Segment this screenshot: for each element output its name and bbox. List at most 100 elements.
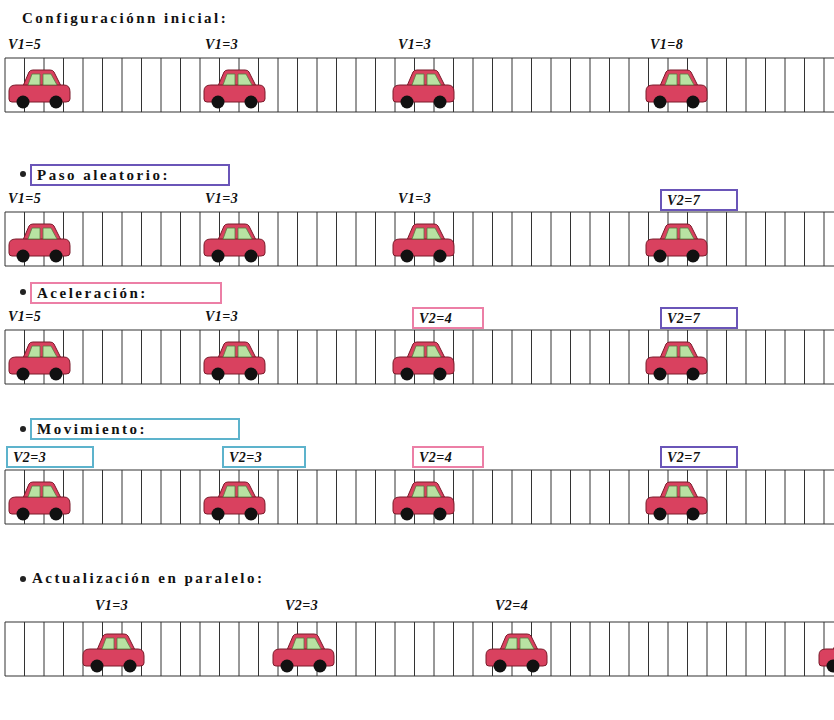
- grid-line: [453, 622, 454, 676]
- car-wheel: [401, 508, 414, 521]
- grid-line: [707, 212, 708, 266]
- car: [9, 342, 70, 381]
- grid-line: [297, 470, 298, 524]
- car-window: [412, 486, 424, 497]
- bullet: [20, 171, 26, 177]
- grid-line: [5, 470, 6, 524]
- grid-line: [648, 212, 649, 266]
- grid-line: [200, 58, 201, 112]
- grid-line: [512, 212, 513, 266]
- car: [9, 224, 70, 263]
- car-wheel: [245, 250, 258, 263]
- grid-line: [317, 330, 318, 384]
- grid-line: [551, 330, 552, 384]
- grid-line: [5, 211, 834, 212]
- grid-line: [5, 212, 6, 266]
- section-title: Configuraciónn inicial:: [22, 10, 228, 27]
- grid-line: [180, 330, 181, 384]
- grid-line: [317, 470, 318, 524]
- grid-line: [590, 622, 591, 676]
- step-heading: Aceleración:: [30, 282, 222, 304]
- grid-line: [278, 212, 279, 266]
- velocity-label: V1=3: [95, 598, 128, 614]
- grid-line: [746, 58, 747, 112]
- grid-line: [5, 330, 6, 384]
- grid-line: [375, 622, 376, 676]
- grid-line: [492, 212, 493, 266]
- grid-line: [531, 470, 532, 524]
- grid-line: [765, 470, 766, 524]
- car-window: [117, 638, 131, 649]
- car-window: [43, 486, 57, 497]
- grid-line: [317, 58, 318, 112]
- car-wheel: [494, 660, 507, 673]
- car-cabin: [23, 224, 61, 240]
- velocity-label: V2=4: [495, 598, 528, 614]
- car: [646, 224, 707, 263]
- car-window: [28, 346, 40, 357]
- grid-line: [707, 470, 708, 524]
- car-wheel: [401, 250, 414, 263]
- velocity-box: V2=4: [412, 307, 484, 329]
- grid-line: [492, 330, 493, 384]
- grid-line: [746, 212, 747, 266]
- car-cabin: [660, 70, 698, 86]
- car: [204, 342, 265, 381]
- velocity-label: V1=3: [398, 191, 431, 207]
- car-window: [223, 74, 235, 85]
- grid-line: [473, 470, 474, 524]
- car-wheel: [17, 250, 30, 263]
- car: [646, 482, 707, 521]
- step-title: Aceleración:: [37, 285, 148, 302]
- grid-line: [180, 470, 181, 524]
- car-wheel: [434, 368, 447, 381]
- grid-line: [297, 330, 298, 384]
- car-wheel: [17, 368, 30, 381]
- car-cabin: [218, 70, 256, 86]
- grid-line: [336, 330, 337, 384]
- car-window: [665, 486, 677, 497]
- car: [393, 70, 454, 109]
- grid-line: [473, 58, 474, 112]
- grid-line: [785, 470, 786, 524]
- car-wheel: [401, 96, 414, 109]
- grid-line: [5, 329, 834, 330]
- grid-line: [278, 58, 279, 112]
- grid-line: [707, 58, 708, 112]
- grid-line: [161, 622, 162, 676]
- grid-line: [804, 470, 805, 524]
- road-grid: [5, 330, 834, 384]
- road-grid: [5, 212, 834, 266]
- car-wheel: [50, 250, 63, 263]
- velocity-label: V2=3: [285, 598, 318, 614]
- grid-line: [609, 212, 610, 266]
- car-window: [427, 486, 441, 497]
- grid-line: [473, 330, 474, 384]
- grid-line: [570, 330, 571, 384]
- car-wheel: [687, 508, 700, 521]
- grid-line: [570, 470, 571, 524]
- grid-line: [122, 212, 123, 266]
- car-window: [427, 346, 441, 357]
- grid-line: [141, 622, 142, 676]
- grid-line: [765, 330, 766, 384]
- grid-line: [24, 622, 25, 676]
- car-window: [520, 638, 534, 649]
- car-cabin: [287, 634, 325, 650]
- car-cabin: [23, 70, 61, 86]
- car-window: [238, 346, 252, 357]
- grid-line: [5, 265, 834, 266]
- grid-line: [629, 470, 630, 524]
- grid-line: [824, 58, 825, 112]
- car-window: [238, 486, 252, 497]
- car: [393, 342, 454, 381]
- car-wheel: [212, 368, 225, 381]
- car: [204, 70, 265, 109]
- car-wheel: [124, 660, 137, 673]
- grid-line: [590, 330, 591, 384]
- grid-line: [141, 330, 142, 384]
- grid-line: [726, 58, 727, 112]
- car: [204, 224, 265, 263]
- velocity-label: V1=5: [8, 309, 41, 325]
- grid-line: [141, 58, 142, 112]
